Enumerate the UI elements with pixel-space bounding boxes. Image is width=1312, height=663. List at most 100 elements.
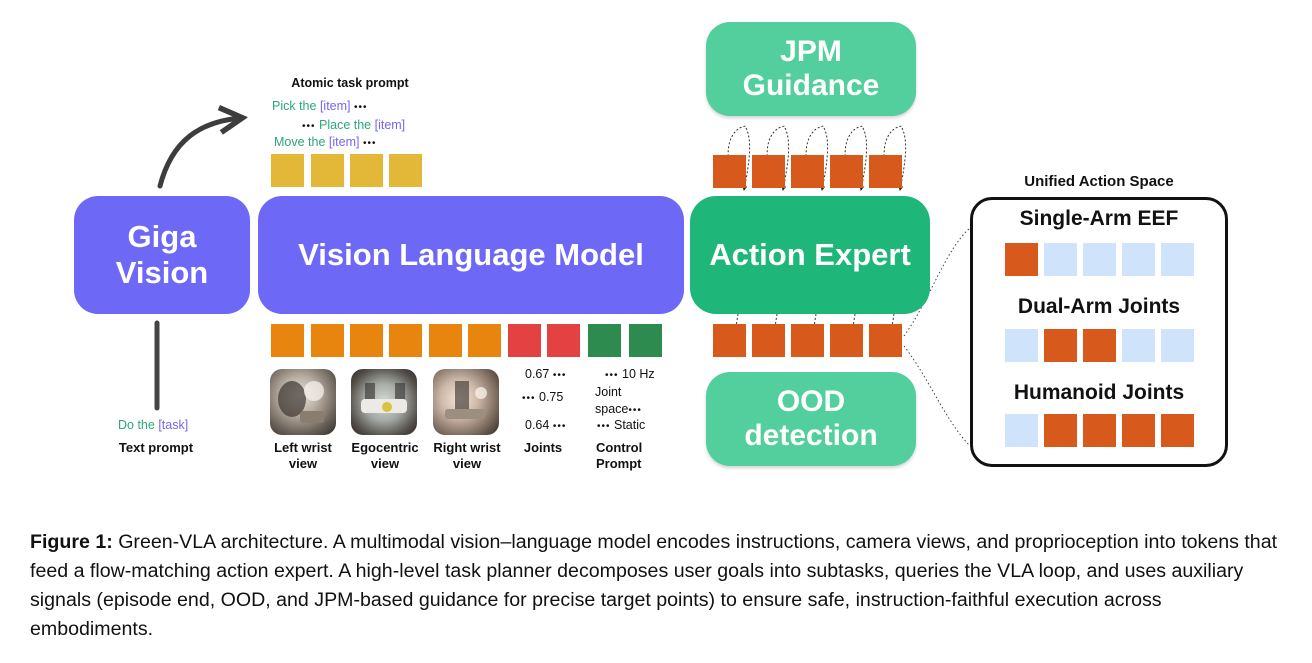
uas-token-empty [1122,329,1155,362]
control-token [588,324,621,357]
egocentric-camera-image [351,369,417,435]
uas-token-active [1044,329,1077,362]
view-label-line: view [452,455,482,471]
uas-token-active [1122,414,1155,447]
joint-value-row-3: 0.64 ••• [525,418,566,432]
right-wrist-view-label: Right wrist view [426,440,508,471]
uas-token-active [1161,414,1194,447]
uas-token-empty [1044,243,1077,276]
ood-line2: detection [744,419,878,452]
left-wrist-camera-image [270,369,336,435]
uas-row-label: Single-Arm EEF [1019,207,1179,230]
view-label-line: view [370,455,400,471]
unified-action-space-title: Unified Action Space [1024,173,1174,190]
uas-token-empty [1122,243,1155,276]
unified-action-space-panel [970,197,1228,467]
prompt-token [350,154,383,187]
jpm-guidance-block: JPM Guidance [706,22,916,116]
uas-token-empty [1161,243,1194,276]
image-token [271,324,304,357]
uas-token-active [1083,329,1116,362]
action-token [713,155,746,188]
prompt-token [389,154,422,187]
uas-token-active [1083,414,1116,447]
prompt-action-text: Move the [274,135,329,149]
figure-caption-text: Green-VLA architecture. A multimodal vis… [30,531,1278,640]
uas-row-label: Humanoid Joints [1013,381,1185,404]
prompt-item-text: [item] [374,118,406,132]
joint-value-row-1: 0.67 ••• [525,367,566,381]
image-token [429,324,462,357]
uas-token-active [1005,243,1038,276]
giga-to-prompt-arrow [157,118,240,189]
control-space-line2: space [595,402,629,416]
ellipsis-dots: ••• [362,138,377,149]
uas-token-empty [1083,243,1116,276]
giga-vision-block: Giga Vision [74,196,250,314]
prompt-item-text: [item] [319,99,351,113]
control-token [629,324,662,357]
figure-caption-label: Figure 1: [30,531,113,553]
image-token [468,324,501,357]
atomic-prompt-line-pick: Pick the [item] ••• [272,99,368,113]
atomic-prompt-line-move: Move the [item] ••• [274,135,376,149]
egocentric-view-label: Egocentric view [344,440,426,471]
image-token [350,324,383,357]
giga-vision-line2: Vision [115,255,209,290]
prompt-item-text: [item] [328,135,360,149]
jpm-line1: JPM [780,34,842,68]
ellipsis-dots: ••• [522,393,536,404]
figure-caption: Figure 1: Green-VLA architecture. A mult… [30,528,1290,644]
right-wrist-camera-image [433,369,499,435]
ellipsis-dots: ••• [552,421,567,432]
ellipsis-dots: ••• [605,370,619,381]
image-token [311,324,344,357]
prompt-action-text: Pick the [272,99,320,113]
action-token [752,155,785,188]
text-prompt-label: Text prompt [118,440,194,455]
uas-token-empty [1005,414,1038,447]
joint-value: 0.67 [525,367,550,381]
joint-token [508,324,541,357]
left-wrist-view-label: Left wrist view [262,440,344,471]
action-expert-label: Action Expert [709,237,911,273]
prompt-item-text: [task] [158,418,189,432]
action-token [791,155,824,188]
prompt-token [311,154,344,187]
control-space-line1: Joint [595,385,622,399]
ood-line1: OOD [776,384,846,418]
atomic-task-prompt-title: Atomic task prompt [291,76,409,90]
control-rate-value: 10 Hz [622,367,655,381]
unified-space-lines [903,227,971,447]
ellipsis-dots: ••• [597,421,611,432]
action-token [713,324,746,357]
vlm-label: Vision Language Model [298,237,644,273]
giga-vision-line1: Giga [127,219,197,255]
ellipsis-dots: ••• [552,370,567,381]
image-token [389,324,422,357]
control-static: ••• Static [597,418,645,432]
joint-value: 0.75 [539,390,564,404]
ellipsis-dots: ••• [353,102,368,113]
ellipsis-dots: ••• [628,405,642,416]
view-label-line: Left wrist [274,440,332,455]
action-token [830,155,863,188]
action-expert-block: Action Expert [690,196,930,314]
action-token [869,155,902,188]
joints-label: Joints [523,440,563,455]
action-token [869,324,902,357]
jpm-line2: Guidance [742,69,880,102]
joint-token [547,324,580,357]
joint-value-row-2: ••• 0.75 [522,390,563,404]
uas-token-empty [1161,329,1194,362]
ellipsis-dots: ••• [302,121,316,132]
action-token [791,324,824,357]
view-label-line: view [288,455,318,471]
prompt-action-text: Place the [319,118,375,132]
uas-token-empty [1005,329,1038,362]
control-prompt-label: Control Prompt [586,440,666,471]
uas-token-active [1044,414,1077,447]
prompt-token [271,154,304,187]
control-label-line: Control [596,440,643,455]
ood-detection-block: OOD detection [706,372,916,466]
